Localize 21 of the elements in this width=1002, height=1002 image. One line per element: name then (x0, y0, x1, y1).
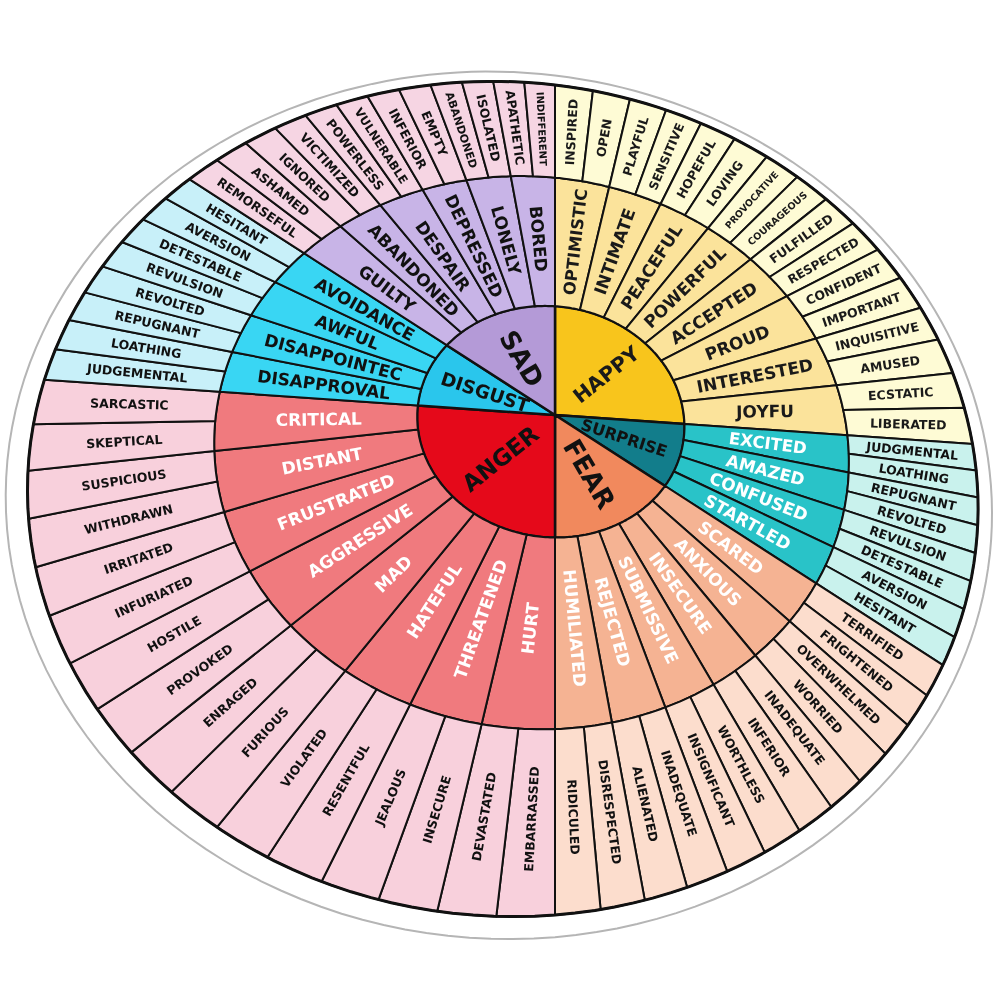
emotion-label: DISTANT (280, 443, 365, 479)
emotion-label: ECSTATIC (867, 384, 934, 404)
emotion-label: LOATHING (110, 335, 183, 362)
emotion-label: APATHETIC (502, 89, 528, 166)
emotion-label: LIBERATED (869, 415, 947, 433)
emotion-label: RIDICULED (564, 778, 583, 856)
emotion-label: JOYFU (736, 400, 795, 422)
emotion-label: JUDGMENTAL (865, 438, 959, 463)
emotion-label: OPEN (593, 117, 615, 159)
emotion-label: AMUSED (859, 352, 922, 377)
emotion-label: BORED (525, 204, 552, 273)
emotion-label: SARCASTIC (89, 395, 169, 413)
emotion-label: OPTIMISTIC (559, 187, 592, 297)
emotion-label: INDIFFERENT (534, 91, 549, 167)
emotion-label: JUDGEMENTAL (86, 360, 189, 386)
emotion-label: SKEPTICAL (85, 431, 163, 452)
emotion-label: CRITICAL (275, 408, 362, 431)
emotion-label: HURT (517, 601, 544, 656)
emotion-label: EMBARRASSED (521, 766, 542, 873)
emotion-label: HUMILIATED (559, 568, 590, 688)
emotion-label: INSPIRED (562, 98, 581, 166)
